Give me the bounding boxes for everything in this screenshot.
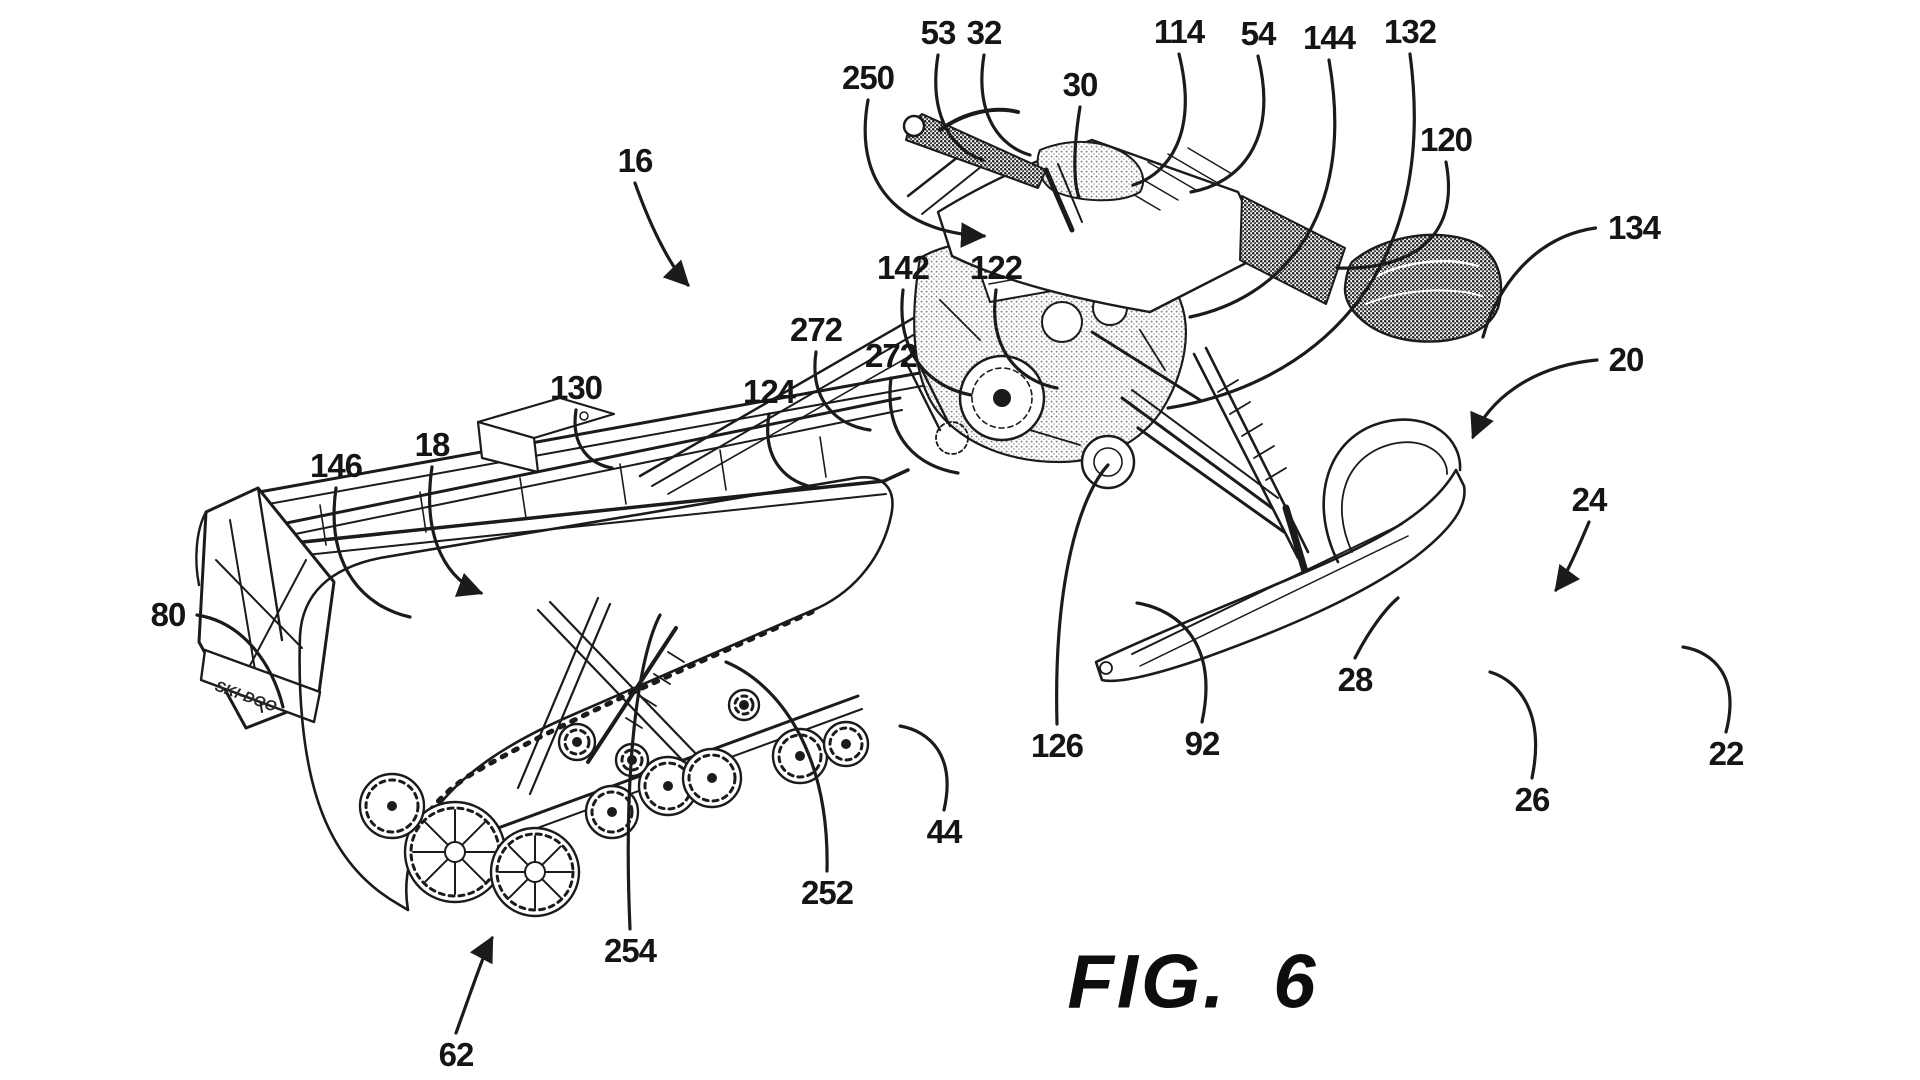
rear-rack <box>1239 195 1346 305</box>
callout-leaders <box>195 52 1732 1035</box>
leader-272-28 <box>888 376 960 475</box>
leader-24-12 <box>1554 520 1591 593</box>
leader-62-21 <box>454 935 494 1035</box>
leader-130-25 <box>573 408 614 470</box>
leader-18-24 <box>428 465 484 597</box>
leader-16-0 <box>633 181 690 287</box>
handlebar <box>902 107 1083 233</box>
leader-124-26 <box>766 412 820 490</box>
leader-132-8 <box>1166 52 1416 410</box>
bogie-wheel <box>822 720 870 768</box>
leader-30-4 <box>1073 105 1082 199</box>
leader-80-22 <box>195 613 285 709</box>
leader-92-16 <box>1135 601 1208 724</box>
bogie-wheel <box>489 826 581 918</box>
leader-20-11 <box>1470 358 1599 440</box>
figure-caption: FIG. 6 <box>1067 939 1319 1025</box>
leader-32-3 <box>980 53 1032 157</box>
bogie-wheels <box>358 688 870 918</box>
front-ski <box>1094 418 1466 683</box>
leader-252-19 <box>724 660 829 873</box>
leader-28-15 <box>1353 596 1400 660</box>
leader-134-10 <box>1481 226 1598 339</box>
bogie-wheel <box>584 784 640 840</box>
heat-exchanger <box>476 396 616 474</box>
bogie-wheel <box>358 772 426 840</box>
leader-54-6 <box>1189 54 1266 194</box>
leader-250-1 <box>863 98 987 248</box>
bogie-wheel <box>557 722 597 762</box>
leader-142-29 <box>900 288 973 397</box>
bogie-wheel <box>681 747 743 809</box>
bogie-wheel <box>637 755 699 817</box>
leader-44-18 <box>898 724 949 812</box>
leader-120-9 <box>1335 160 1450 270</box>
leader-272-27 <box>813 350 872 432</box>
leader-122-30 <box>993 288 1059 390</box>
leader-144-7 <box>1188 58 1337 319</box>
leader-254-20 <box>626 613 662 931</box>
front-bumper: SKI-DOO <box>195 486 336 730</box>
leader-22-13 <box>1681 645 1732 734</box>
bogie-wheel <box>727 688 761 722</box>
track-assembly <box>298 476 894 912</box>
leader-146-23 <box>332 486 412 619</box>
leader-114-5 <box>1131 52 1187 187</box>
leader-126-17 <box>1055 463 1110 726</box>
leader-53-2 <box>934 53 985 162</box>
leader-26-14 <box>1488 670 1538 780</box>
